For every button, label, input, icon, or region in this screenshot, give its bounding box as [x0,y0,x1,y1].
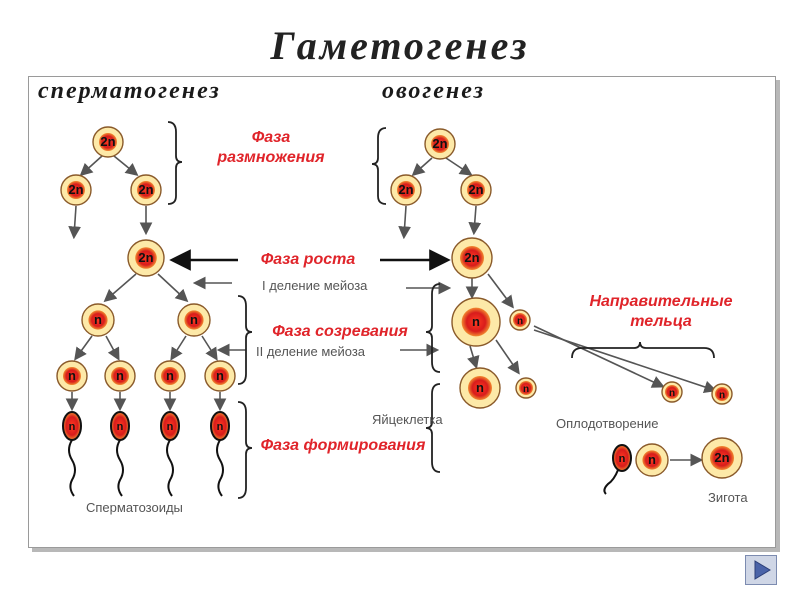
zygote-label: Зигота [708,490,748,505]
cell-ploidy-label: n [216,368,224,383]
cell-ploidy-label: 2n [138,250,153,265]
nucleus [665,385,679,399]
cell-ploidy-label: n [669,388,675,399]
cell-ploidy-label: n [517,316,523,327]
nucleus [67,181,85,199]
nucleus [460,246,484,270]
sperm-cell: 2n [127,239,165,277]
oo-cell: 2n [390,174,422,206]
cell-ploidy-label: n [116,368,124,383]
nucleus [715,387,729,401]
zygote-cell: 2n [701,437,743,479]
sperm-cell: n [177,303,211,337]
cell-ploidy-label: n [648,452,656,467]
oo-cell: 2n [460,174,492,206]
polar-body: n [509,309,531,331]
phase-growth-label: Фаза роста [260,251,356,268]
cell-ploidy-label: 2n [464,250,479,265]
nucleus [137,181,155,199]
oo-cell: n [451,297,501,347]
cell-ploidy-label: 2n [138,182,153,197]
nucleus [710,446,734,470]
nucleus [184,310,204,330]
nucleus [431,135,449,153]
nucleus [63,367,81,385]
page-title: Гаметогенез [270,23,530,68]
nucleus [467,181,485,199]
sperm-cell: n [204,360,236,392]
cell-ploidy-label: n [719,390,725,401]
cell-ploidy-label: n [68,368,76,383]
fertilization-label: Оплодотворение [556,416,659,431]
cell-ploidy-label: n [69,421,76,433]
cell-ploidy-label: n [523,384,529,395]
cell-ploidy-label: n [167,421,174,433]
cell-ploidy-label: 2n [468,182,483,197]
nucleus [461,307,491,337]
egg-cell: n [459,367,501,409]
sperm-cell: n [154,360,186,392]
nucleus [642,450,662,470]
nucleus [161,367,179,385]
cell-ploidy-label: n [476,380,484,395]
cell-ploidy-label: n [190,312,198,327]
sperm-label: Сперматозоиды [86,500,183,515]
heading-spermatogenesis: сперматогенез [38,78,221,104]
next-slide-button[interactable] [745,555,777,585]
cell-ploidy-label: n [166,368,174,383]
cell-ploidy-label: n [619,453,626,465]
nucleus [513,313,527,327]
heading-oogenesis: овогенез [382,78,485,104]
spermatozoon: n [210,411,230,497]
cell-ploidy-label: n [472,314,480,329]
sperm-cell: 2n [60,174,92,206]
phase-formation-label: Фаза формирования [260,437,426,454]
polar-bodies-label: Направительные тельца [589,293,733,330]
sperm-cell: 2n [92,126,124,158]
oo-cell: 2n [451,237,493,279]
cell-ploidy-label: 2n [714,450,729,465]
cell-ploidy-label: n [217,421,224,433]
sperm-cell: 2n [130,174,162,206]
nucleus [211,367,229,385]
phase-reproduction-label: Фаза размножения [217,129,325,166]
spermatozoon: n [62,411,82,497]
play-next-icon [754,560,771,580]
nucleus [88,310,108,330]
spermatozoon: n [110,411,130,497]
phase-maturation-label: Фаза созревания [272,323,408,340]
fertilizing-spermatozoon: n [603,444,632,495]
cell-ploidy-label: 2n [432,136,447,151]
nucleus [111,367,129,385]
polar-body: n [661,381,683,403]
nucleus [519,381,533,395]
meiosis-2-label: II деление мейоза [256,344,366,359]
polar-body: n [515,377,537,399]
nucleus [135,247,157,269]
nucleus [397,181,415,199]
cell-ploidy-label: 2n [398,182,413,197]
meiosis-1-label: I деление мейоза [262,278,368,293]
cell-ploidy-label: n [117,421,124,433]
cell-ploidy-label: 2n [100,134,115,149]
polar-body: n [711,383,733,405]
spermatozoon: n [160,411,180,497]
sperm-cell: n [81,303,115,337]
nucleus [468,376,492,400]
cell-ploidy-label: n [94,312,102,327]
egg-label: Яйцеклетка [372,412,443,427]
sperm-cell: n [56,360,88,392]
cell-ploidy-label: 2n [68,182,83,197]
oo-cell: 2n [424,128,456,160]
nucleus [99,133,117,151]
egg-cell: n [635,443,669,477]
sperm-cell: n [104,360,136,392]
